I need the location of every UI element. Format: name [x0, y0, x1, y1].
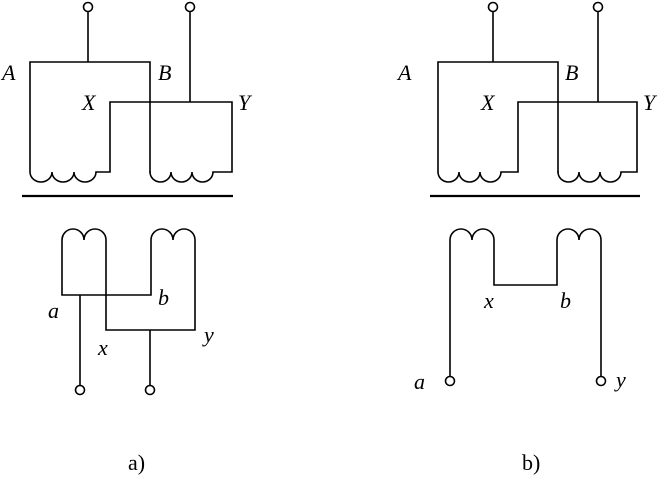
label-Y: Y [643, 90, 658, 115]
label-A: A [0, 60, 16, 85]
label-B: B [565, 60, 578, 85]
label-B: B [158, 60, 171, 85]
label-b: b [158, 285, 169, 310]
diagram-b: A B X Y a b x y b) [396, 1, 658, 475]
primary-winding-2-a [149, 11, 233, 183]
label-y: y [202, 322, 214, 347]
label-A: A [396, 60, 412, 85]
caption-a: a) [128, 450, 145, 475]
label-Y: Y [238, 90, 253, 115]
label-a: a [48, 298, 59, 323]
secondary-winding-a [61, 228, 196, 386]
label-x: x [97, 335, 108, 360]
label-a: a [414, 369, 425, 394]
secondary-terminal-a-right [144, 384, 156, 396]
label-x: x [483, 288, 494, 313]
secondary-terminal-b-left [444, 375, 456, 387]
secondary-terminal-a-left [74, 384, 86, 396]
label-X: X [81, 90, 97, 115]
primary-winding-1-b [437, 11, 559, 183]
label-b: b [560, 288, 571, 313]
caption-b: b) [522, 450, 540, 475]
primary-terminal-a-right [184, 1, 196, 13]
primary-terminal-b-left [487, 1, 499, 13]
primary-terminal-b-right [592, 1, 604, 13]
primary-winding-1-a [29, 11, 151, 183]
primary-terminal-a-left [82, 1, 94, 13]
secondary-terminal-b-right [595, 375, 607, 387]
label-X: X [480, 90, 496, 115]
diagram-a: A B X Y a b x y a) [0, 1, 253, 475]
secondary-winding-b [449, 228, 602, 377]
label-y: y [614, 367, 626, 392]
primary-winding-2-b [557, 11, 638, 183]
